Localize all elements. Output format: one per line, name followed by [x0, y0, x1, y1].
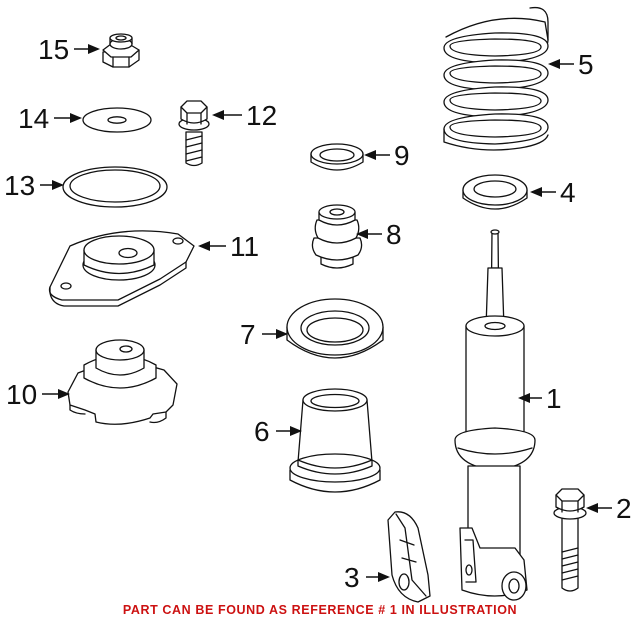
callout-11: 11 — [198, 231, 259, 262]
part-1-strut — [454, 229, 536, 601]
callout-12: 12 — [212, 100, 277, 131]
callout-label-4: 4 — [560, 177, 576, 208]
callout-label-9: 9 — [394, 140, 410, 171]
callout-13: 13 — [4, 170, 64, 201]
callout-2: 2 — [586, 493, 632, 524]
part-4-seat — [462, 174, 528, 210]
callout-8: 8 — [356, 219, 402, 250]
callout-1: 1 — [518, 383, 562, 414]
callout-label-1: 1 — [546, 383, 562, 414]
callout-4: 4 — [530, 177, 576, 208]
callout-6: 6 — [254, 416, 302, 447]
callout-14: 14 — [18, 103, 82, 134]
callout-7: 7 — [240, 319, 288, 350]
callout-label-13: 13 — [4, 170, 35, 201]
part-6-boot — [289, 388, 381, 493]
callout-9: 9 — [364, 140, 410, 171]
callout-label-8: 8 — [386, 219, 402, 250]
part-15-nut — [102, 33, 140, 68]
callout-label-5: 5 — [578, 49, 594, 80]
callout-label-11: 11 — [230, 231, 259, 262]
part-11-strut-mount — [48, 230, 195, 307]
callout-3: 3 — [344, 562, 390, 593]
callout-10: 10 — [6, 379, 70, 410]
part-3-bracket — [387, 511, 431, 603]
part-5-coil-spring — [443, 6, 549, 151]
callout-label-15: 15 — [38, 34, 69, 65]
part-12-bolt — [178, 100, 210, 167]
part-14-washer — [82, 107, 152, 133]
callout-5: 5 — [548, 49, 594, 80]
callout-label-14: 14 — [18, 103, 49, 134]
callout-label-6: 6 — [254, 416, 270, 447]
callout-label-7: 7 — [240, 319, 256, 350]
callout-label-10: 10 — [6, 379, 37, 410]
part-9-seat — [310, 143, 364, 171]
part-2-bolt — [553, 488, 587, 592]
reference-footnote: PART CAN BE FOUND AS REFERENCE # 1 IN IL… — [122, 603, 518, 617]
callout-label-12: 12 — [246, 100, 277, 131]
callout-label-3: 3 — [344, 562, 360, 593]
callout-15: 15 — [38, 34, 100, 65]
part-8-bump-stop — [311, 204, 363, 269]
callout-label-2: 2 — [616, 493, 632, 524]
part-13-seal — [62, 166, 168, 208]
part-7-dust-cap — [286, 298, 384, 359]
part-10-upper-seat — [67, 339, 178, 425]
